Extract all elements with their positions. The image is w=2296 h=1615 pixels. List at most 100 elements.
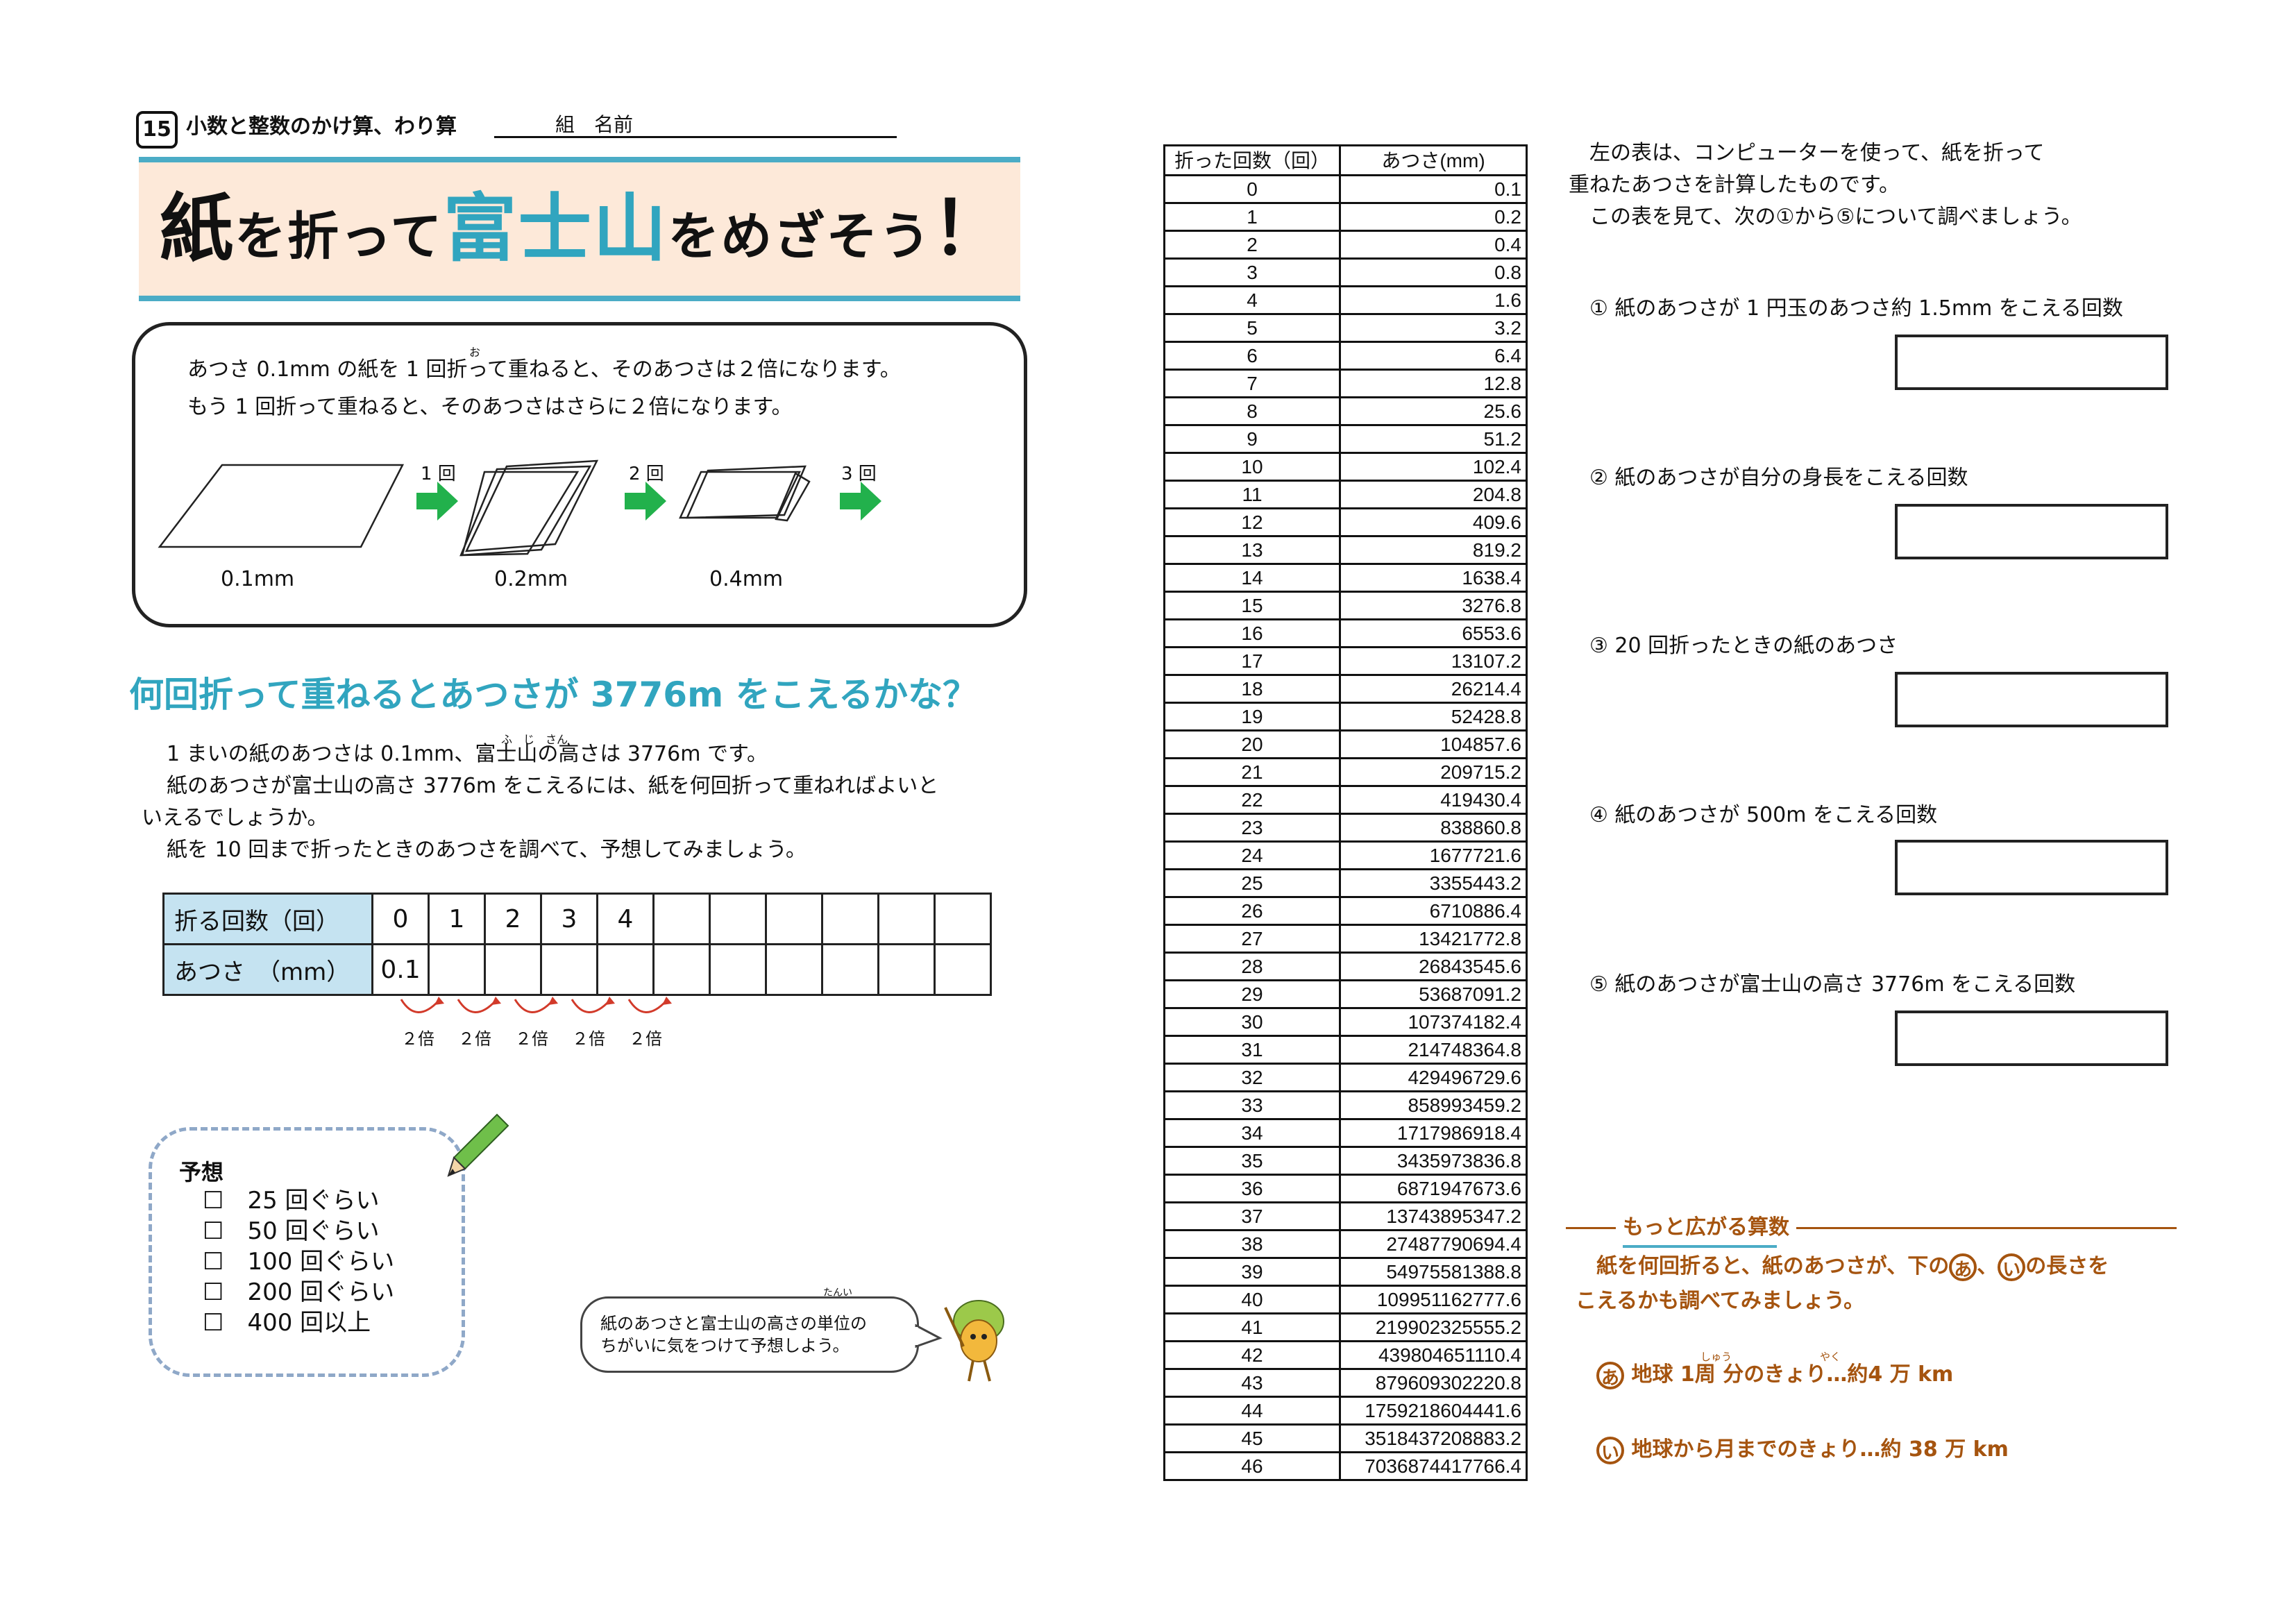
count-cell[interactable] [709, 893, 767, 945]
curved-arrow-icon [627, 999, 668, 1013]
prediction-option[interactable]: ☐ 25 回ぐらい [203, 1187, 380, 1215]
thickness-cell[interactable] [428, 943, 486, 996]
distance-earth: あ 地球 1周 分のきょり…約4 万 km [1596, 1358, 1953, 1392]
count-cell[interactable] [934, 893, 992, 945]
curved-arrow-icon [514, 999, 554, 1013]
thickness-cell[interactable] [877, 943, 936, 996]
thickness-value-cell: 107374182.4 [1339, 1007, 1528, 1037]
thickness-cell[interactable] [934, 943, 992, 996]
fold-count-cell: 6 [1163, 341, 1341, 371]
more-p1: 紙を何回折ると、紙のあつさが、下のあ、いの長さを [1596, 1253, 2109, 1281]
answer-box-1[interactable] [1895, 335, 2168, 390]
fold-count-cell: 1 [1163, 202, 1341, 232]
answer-box-5[interactable] [1895, 1011, 2168, 1066]
thickness-value-cell: 102.4 [1339, 452, 1528, 482]
count-cell[interactable]: 2 [484, 893, 542, 945]
fold-count-cell: 41 [1163, 1312, 1341, 1342]
count-cell[interactable]: 4 [596, 893, 655, 945]
folding-illustration [158, 459, 881, 557]
fold-count-cell: 11 [1163, 480, 1341, 509]
thickness-value-cell: 6553.6 [1339, 618, 1528, 648]
arrow-right-icon [416, 482, 458, 521]
class-name-label: 組 名前 [555, 113, 634, 136]
prediction-option[interactable]: ☐ 100 回ぐらい [203, 1248, 395, 1276]
thickness-cell[interactable] [709, 943, 767, 996]
fold-count-cell: 46 [1163, 1451, 1341, 1481]
count-cell[interactable]: 3 [540, 893, 598, 945]
prediction-option[interactable]: ☐ 400 回以上 [203, 1309, 371, 1337]
intro-line-1: あつさ 0.1mm の紙を 1 回折って重ねると、そのあつさは２倍になります。 [187, 357, 901, 382]
fold-count-cell: 38 [1163, 1229, 1341, 1259]
count-cell[interactable]: 1 [428, 893, 486, 945]
thickness-value-cell: 3435973836.8 [1339, 1146, 1528, 1176]
unit-number-badge: 15 [136, 111, 178, 149]
thickness-label-3: 0.4mm [709, 567, 784, 591]
thickness-value-cell: 6.4 [1339, 341, 1528, 371]
thickness-value-cell: 858993459.2 [1339, 1090, 1528, 1120]
thickness-value-cell: 6710886.4 [1339, 896, 1528, 926]
fold-count-cell: 21 [1163, 757, 1341, 787]
thickness-value-cell: 1717986918.4 [1339, 1118, 1528, 1148]
intro-right-2: 重ねたあつさを計算したものです。 [1569, 173, 1900, 197]
count-cell[interactable] [652, 893, 711, 945]
thickness-value-cell: 439804651110.4 [1339, 1340, 1528, 1370]
prediction-option[interactable]: ☐ 200 回ぐらい [203, 1278, 395, 1306]
pencil-icon [447, 1113, 509, 1177]
fold-label-2: 2 回 [629, 464, 664, 484]
thickness-value-cell: 26843545.6 [1339, 952, 1528, 981]
count-cell[interactable]: 0 [371, 893, 430, 945]
furigana-fuji: ふ じ さん [501, 733, 568, 746]
fold-count-cell: 23 [1163, 813, 1341, 843]
answer-box-4[interactable] [1895, 840, 2168, 895]
thickness-cell[interactable] [821, 943, 879, 996]
thickness-cell[interactable] [765, 943, 823, 996]
count-cell[interactable] [821, 893, 879, 945]
thickness-cell[interactable] [652, 943, 711, 996]
mascot-icon [944, 1300, 1004, 1382]
thickness-value-cell: 13743895347.2 [1339, 1201, 1528, 1231]
answer-box-3[interactable] [1895, 672, 2168, 727]
hint-line-1: 紙のあつさと富士山の高さの単位の [600, 1314, 867, 1333]
thickness-value-cell: 838860.8 [1339, 813, 1528, 843]
thickness-value-cell: 52428.8 [1339, 702, 1528, 732]
thickness-value-cell: 0.4 [1339, 230, 1528, 260]
thickness-value-cell: 3355443.2 [1339, 868, 1528, 898]
thickness-value-cell: 219902325555.2 [1339, 1312, 1528, 1342]
times-label: ２倍 [515, 1029, 548, 1049]
thickness-cell[interactable] [484, 943, 542, 996]
prediction-option[interactable]: ☐ 50 回ぐらい [203, 1217, 380, 1245]
thickness-value-cell: 109951162777.6 [1339, 1285, 1528, 1314]
times-label: ２倍 [401, 1029, 434, 1049]
thickness-cell[interactable]: 0.1 [371, 943, 430, 996]
paper-sheet-2-front [461, 471, 580, 557]
count-cell[interactable] [877, 893, 936, 945]
thickness-value-cell: 13421772.8 [1339, 924, 1528, 954]
fold-count-cell: 34 [1163, 1118, 1341, 1148]
thickness-cell[interactable] [540, 943, 598, 996]
thickness-cell[interactable] [596, 943, 655, 996]
fold-label-1: 1 回 [421, 464, 456, 484]
question-heading: 何回折って重ねるとあつさが 3776m をこえるかな？ [129, 675, 978, 715]
question-p1: 1 まいの紙のあつさは 0.1mm、富士山の高さは 3776m です。 [167, 742, 768, 766]
thickness-value-cell: 0.8 [1339, 257, 1528, 287]
thickness-value-cell: 13107.2 [1339, 646, 1528, 676]
count-cell[interactable] [765, 893, 823, 945]
thickness-value-cell: 6871947673.6 [1339, 1174, 1528, 1203]
answer-box-2[interactable] [1895, 504, 2168, 559]
